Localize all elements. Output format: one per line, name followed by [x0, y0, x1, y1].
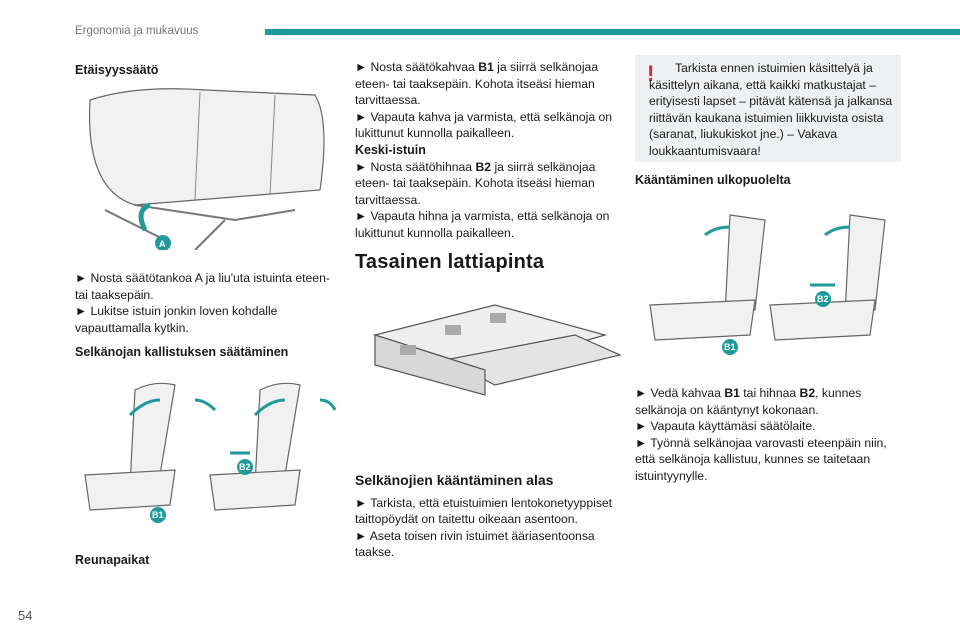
- heading-fold-backrests: Selkänojien kääntäminen alas: [355, 472, 554, 488]
- heading-fold-from-outside: Kääntäminen ulkopuolelta: [635, 173, 791, 187]
- text-span: [254, 382, 301, 486]
- text-span: ► Vedä kahvaa B1 tai hihnaa B2, kunnes s…: [635, 385, 901, 485]
- text-span: [649, 299, 756, 341]
- text-span: B2: [817, 294, 829, 304]
- text-span: [722, 339, 738, 355]
- text-span: [88, 88, 325, 206]
- warning-box: ! Tarkista ennen istuimien käsittelyä ja…: [635, 55, 901, 162]
- text-span: [194, 91, 276, 201]
- section-title: Ergonomia ja mukavuus: [75, 25, 199, 37]
- text-span: [84, 469, 176, 511]
- heading-outer-seats: Reunapaikat: [75, 553, 150, 567]
- paragraph: ► Nosta säätötankoa A ja liu'uta istuint…: [75, 271, 330, 302]
- text-span: [138, 202, 151, 232]
- text-span: , kunnes selkänoja on kääntynyt kokonaan…: [635, 386, 862, 417]
- text-span: [150, 507, 166, 523]
- text-span: [209, 469, 301, 511]
- text-span: ja siirrä selkänojaa eteen- tai taaksepä…: [355, 159, 596, 207]
- paragraph: ► Nosta säätöhihnaa B2 ja siirrä selkäno…: [355, 159, 623, 209]
- text-span: [704, 225, 851, 287]
- paragraph: ► Aseta toisen rivin istuimet ääriasento…: [355, 528, 595, 560]
- paragraph: ► Vapauta hihna ja varmista, että selkän…: [355, 209, 610, 240]
- heading-recline: Selkänojan kallistuksen säätäminen: [75, 345, 289, 360]
- text-span: [237, 459, 253, 475]
- bold-label: B1: [478, 60, 494, 74]
- text-span: [84, 382, 301, 511]
- text-span: [724, 214, 766, 316]
- recline-illustration: B1 B2: [84, 382, 337, 523]
- paragraph: ► Vedä kahvaa B1 tai hihnaa B2, kunnes s…: [635, 385, 901, 418]
- text-span: ► Nosta säätökahvaa B1 ja siirrä selkäno…: [355, 59, 623, 273]
- text-span: B1: [152, 510, 164, 520]
- text-span: [445, 325, 461, 335]
- text-span: ja siirrä selkänojaa eteen- tai taaksepä…: [355, 60, 599, 108]
- bold-label: B2: [475, 159, 492, 174]
- text-span: ► Nosta säätötankoa A ja liu'uta istuint…: [75, 270, 337, 361]
- text-span: Kääntäminen ulkopuolelta: [635, 172, 901, 189]
- heading-flat-floor: Tasainen lattiapinta: [355, 250, 545, 273]
- bold-label: B2: [799, 386, 816, 400]
- text-span: [129, 382, 176, 486]
- text-span: [400, 345, 416, 355]
- text-span: B1: [724, 342, 736, 352]
- text-span: ► Vedä kahvaa: [635, 386, 725, 400]
- paragraph: ► Nosta säätökahvaa B1 ja siirrä selkäno…: [355, 59, 623, 109]
- text-span: tai hihnaa: [739, 386, 800, 400]
- fold-outside-illustration: B1 B2: [649, 214, 886, 355]
- header-accent-bar: [265, 29, 960, 35]
- label-a-badge: [155, 235, 171, 250]
- text-span: ► Nosta säätöhihnaa: [355, 159, 476, 174]
- warning-icon: !: [647, 61, 655, 86]
- flat-floor-illustration: [372, 304, 622, 396]
- warning-text: Tarkista ennen istuimien käsittelyä ja k…: [649, 61, 893, 158]
- seat-slide-illustration: A: [88, 88, 325, 250]
- text-span: ► Nosta säätökahvaa: [355, 60, 479, 74]
- text-span: B2: [239, 462, 251, 472]
- text-span: [490, 313, 506, 323]
- text-span: [815, 291, 831, 307]
- paragraph: ► Lukitse istuin jonkin loven kohdalle v…: [75, 304, 278, 335]
- paragraph: ► Vapauta kahva ja varmista, että selkän…: [355, 109, 613, 141]
- paragraph: ► Tarkista, että etuistuimien lentokonet…: [355, 495, 613, 527]
- text-span: [769, 299, 876, 341]
- text-span: Reunapaikat: [75, 552, 337, 569]
- text-span: Selkänojien kääntäminen alas ► Tarkista,…: [355, 472, 623, 561]
- subheading-middle-seat: Keski-istuin: [355, 142, 426, 157]
- left-column: Etäisyyssäätö: [75, 62, 337, 79]
- paragraph: ► Vapauta käyttämäsi säätölaite.: [635, 419, 816, 434]
- bold-label: B1: [724, 386, 740, 400]
- paragraph: ► Työnnä selkänojaa varovasti eteenpäin …: [635, 435, 887, 483]
- page-number: 54: [18, 608, 33, 623]
- heading-distance-adjust: Etäisyyssäätö: [75, 63, 159, 77]
- text-span: [104, 204, 296, 250]
- text-span: [128, 398, 337, 455]
- text-span: [844, 214, 886, 316]
- text-span: [649, 214, 886, 341]
- text-span: A: [159, 239, 166, 249]
